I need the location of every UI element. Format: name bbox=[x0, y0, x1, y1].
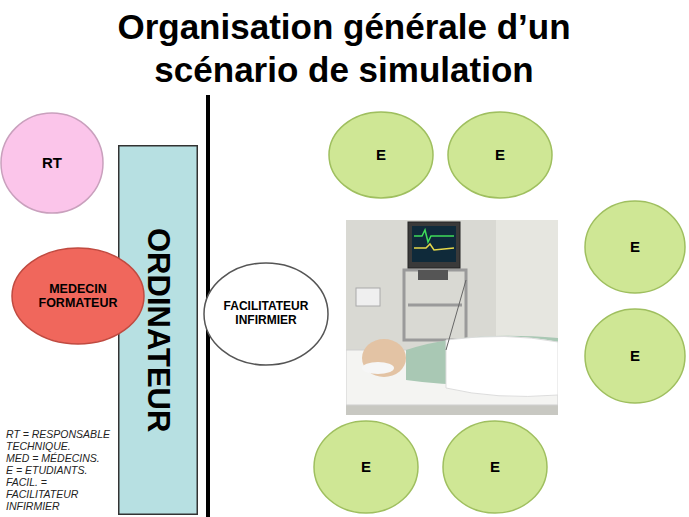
node-label: E bbox=[361, 458, 371, 475]
shape-fill bbox=[585, 309, 685, 403]
photo-wave bbox=[414, 244, 454, 250]
abbreviation-note: FACIL. = FACILITATEUR INFIRMIER bbox=[6, 476, 116, 512]
student-circle: E bbox=[584, 200, 686, 294]
student-circle: E bbox=[442, 420, 548, 514]
photo-device bbox=[356, 288, 380, 306]
student-circle: E bbox=[328, 111, 434, 199]
shape-fill bbox=[12, 248, 144, 344]
shape-fill bbox=[329, 112, 433, 198]
node-label: E bbox=[630, 347, 640, 364]
student-circle: E bbox=[584, 308, 686, 404]
photo-monitor bbox=[408, 222, 460, 268]
node-label: E bbox=[495, 146, 505, 163]
shape-fill bbox=[443, 421, 547, 513]
photo-screen bbox=[412, 226, 456, 262]
photo-head bbox=[362, 339, 406, 377]
computer-panel: ORDINATEUR bbox=[118, 145, 198, 515]
diagram-title: Organisation générale d’un scénario de s… bbox=[104, 5, 584, 91]
node-label: ORDINATEUR bbox=[143, 228, 174, 432]
student-circle: E bbox=[447, 111, 553, 199]
node-label: E bbox=[376, 146, 386, 163]
shape-fill bbox=[1, 113, 103, 213]
student-circle: E bbox=[313, 420, 419, 514]
shape-fill bbox=[204, 263, 328, 365]
role-circle: MEDECIN FORMATEUR bbox=[11, 247, 145, 345]
photo-cart bbox=[404, 270, 466, 340]
shape-fill bbox=[314, 421, 418, 513]
shape-fill bbox=[585, 201, 685, 293]
abbreviation-note: MED = MÉDECINS. bbox=[6, 452, 116, 464]
photo-wall bbox=[346, 220, 558, 415]
abbreviation-note: E = ETUDIANTS. bbox=[6, 464, 116, 476]
shape-fill bbox=[448, 112, 552, 198]
role-circle: RT bbox=[0, 112, 104, 214]
photo-monitor-base bbox=[418, 270, 448, 280]
shape-fill bbox=[119, 146, 198, 515]
node-label: FACILITATEUR INFIRMIER bbox=[222, 300, 311, 328]
photo-ecg bbox=[414, 230, 454, 242]
abbreviation-note: RT = RESPONSABLE TECHNIQUE. bbox=[6, 428, 116, 452]
node-label: E bbox=[490, 458, 500, 475]
role-circle: FACILITATEUR INFIRMIER bbox=[203, 262, 329, 366]
photo-pillow bbox=[362, 362, 394, 374]
simulation-photo bbox=[346, 220, 558, 415]
photo-cart-shelf bbox=[408, 304, 462, 307]
photo-cable bbox=[446, 280, 466, 350]
node-label: RT bbox=[42, 154, 62, 171]
node-label: E bbox=[630, 238, 640, 255]
node-label: MEDECIN FORMATEUR bbox=[30, 282, 125, 311]
photo-blanket bbox=[446, 336, 558, 396]
abbreviation-key: RT = RESPONSABLE TECHNIQUE.MED = MÉDECIN… bbox=[6, 428, 116, 512]
